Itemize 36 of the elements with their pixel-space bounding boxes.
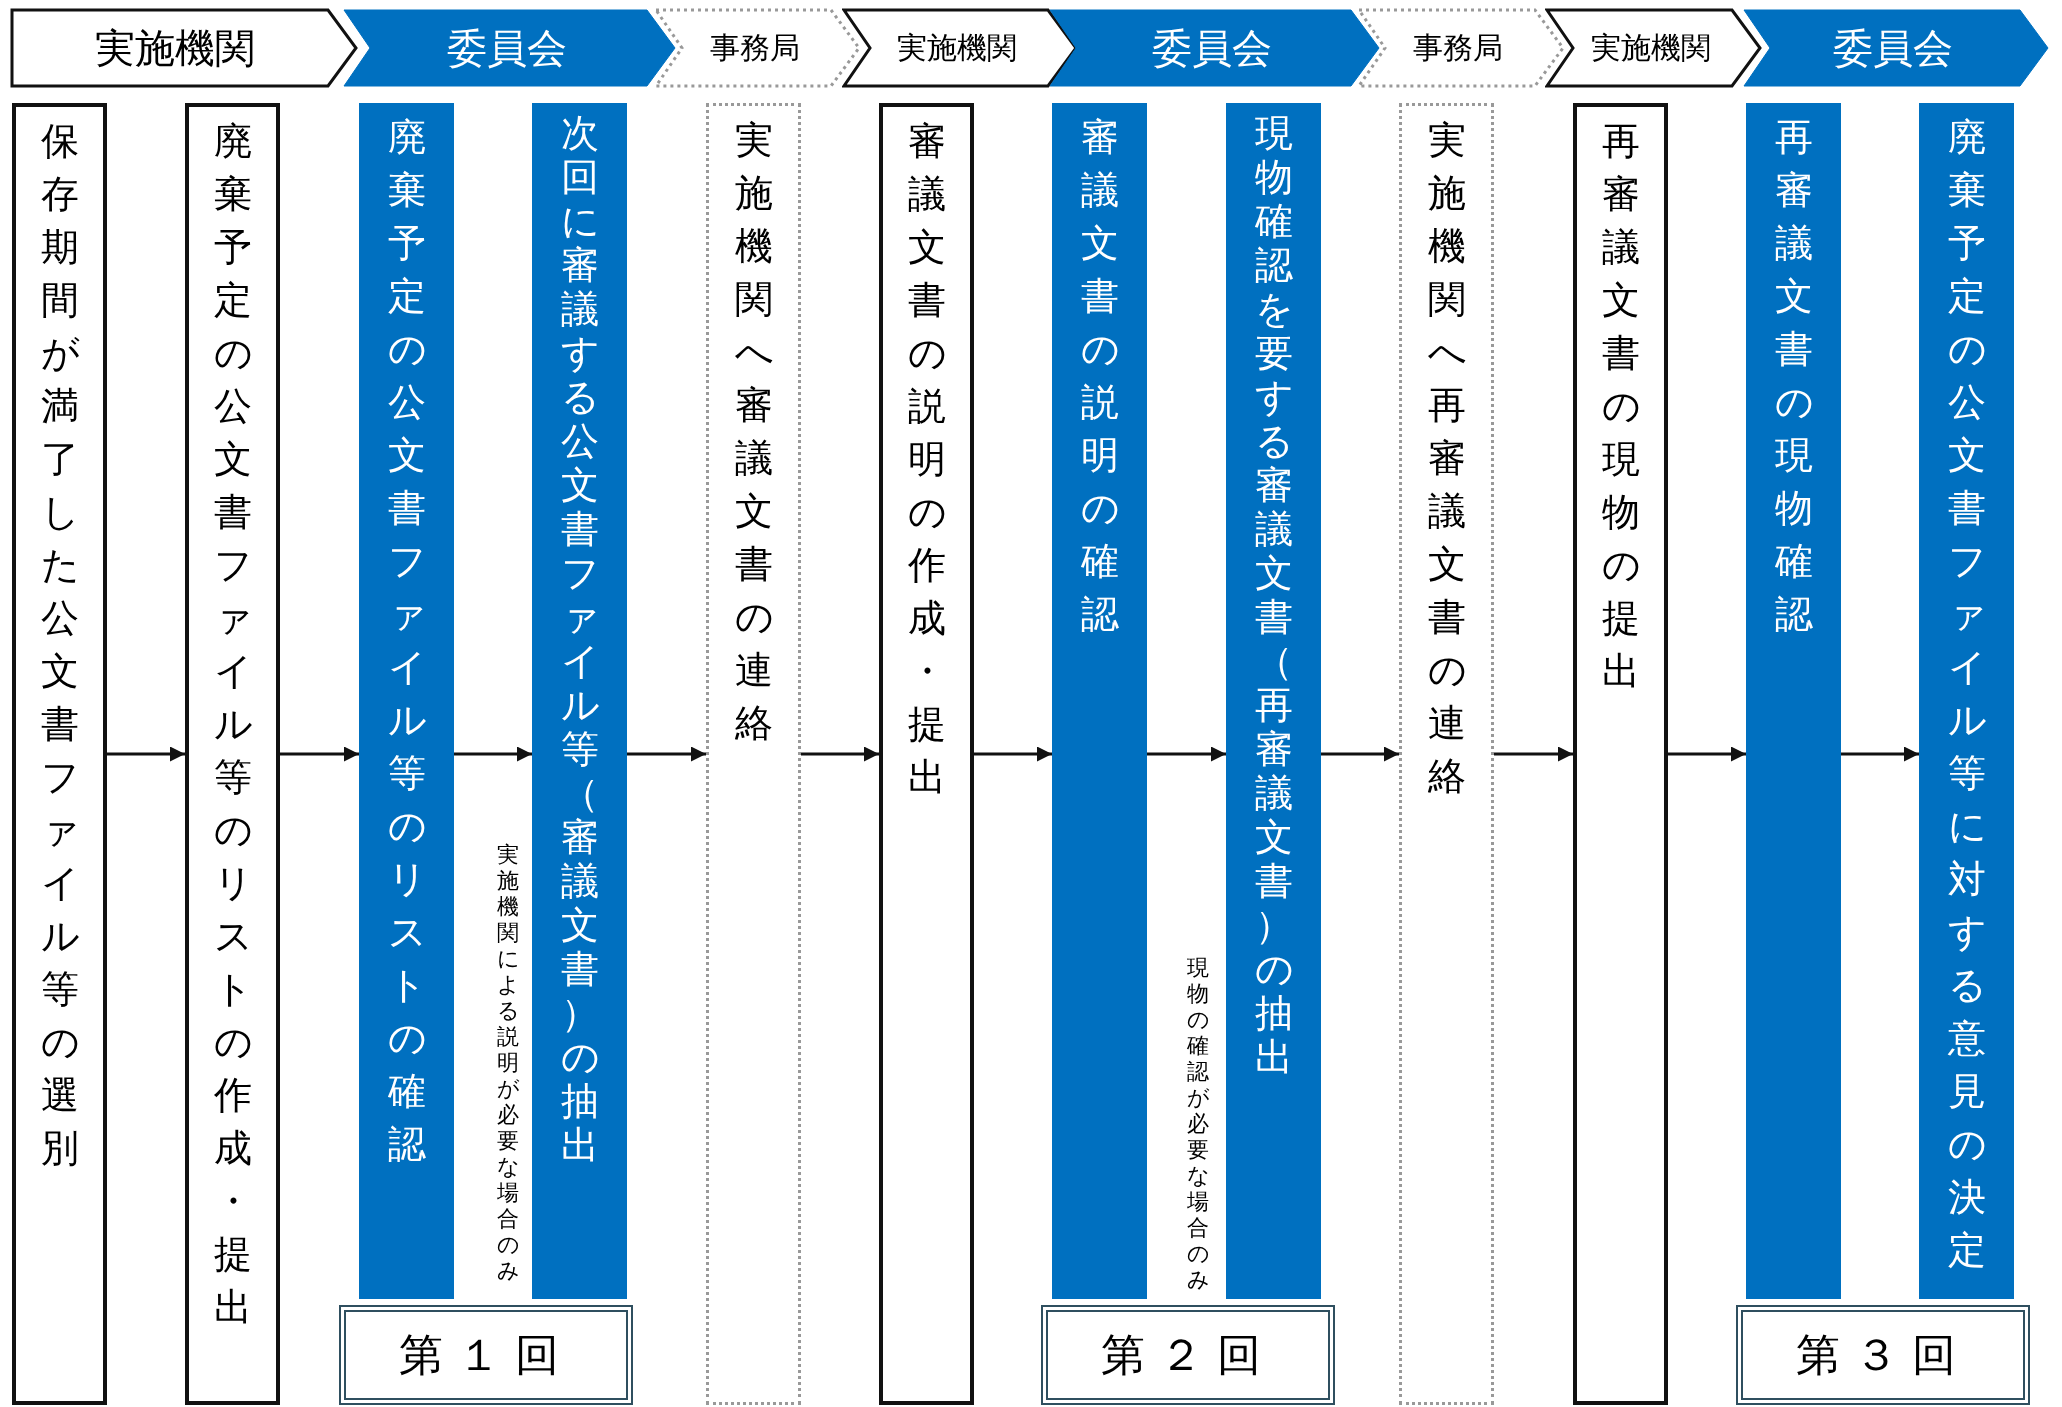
process-column: 再審議文書の現物の提出 xyxy=(1573,103,1668,1405)
round-box: 第３回 xyxy=(1736,1305,2030,1405)
arrow xyxy=(454,746,532,762)
arrow xyxy=(1841,746,1919,762)
process-column: 再審議文書の現物確認 xyxy=(1746,103,1841,1299)
process-column: 現物確認を要する審議文書（再審議文書）の抽出 xyxy=(1226,103,1321,1299)
round-box: 第１回 xyxy=(339,1305,633,1405)
arrow xyxy=(280,746,359,762)
note-text: 現物の確認が必要な場合のみ xyxy=(1187,955,1209,1293)
process-column: 廃棄予定の公文書ファイル等のリストの作成・提出 xyxy=(185,103,280,1405)
chevron-header: 実施機関 xyxy=(1545,8,1762,88)
round-box: 第２回 xyxy=(1041,1305,1335,1405)
chevron-header: 委員会 xyxy=(1742,8,2050,88)
chevron-header: 委員会 xyxy=(1048,8,1381,88)
chevron-header: 事務局 xyxy=(654,8,861,88)
arrow xyxy=(107,746,185,762)
chevron-header: 事務局 xyxy=(1357,8,1565,88)
process-column: 実施機関へ審議文書の連絡 xyxy=(706,103,801,1405)
process-column: 実施機関へ再審議文書の連絡 xyxy=(1399,103,1494,1405)
arrow xyxy=(627,746,706,762)
process-column: 保存期間が満了した公文書ファイル等の選別 xyxy=(12,103,107,1405)
note-text: 実施機関による説明が必要な場合のみ xyxy=(497,842,519,1284)
process-column: 次回に審議する公文書ファイル等（審議文書）の抽出 xyxy=(532,103,627,1299)
arrow xyxy=(1321,746,1399,762)
chevron-header: 委員会 xyxy=(342,8,677,88)
process-column: 審議文書の説明の作成・提出 xyxy=(879,103,974,1405)
arrow xyxy=(801,746,879,762)
process-column: 審議文書の説明の確認 xyxy=(1052,103,1147,1299)
process-column: 廃棄予定の公文書ファイル等のリストの確認 xyxy=(359,103,454,1299)
arrow xyxy=(1147,746,1226,762)
chevron-header: 実施機関 xyxy=(842,8,1078,88)
arrow xyxy=(1668,746,1746,762)
chevron-header: 実施機関 xyxy=(10,8,358,88)
process-column: 廃棄予定の公文書ファイル等に対する意見の決定 xyxy=(1919,103,2014,1299)
arrow xyxy=(1494,746,1573,762)
arrow xyxy=(974,746,1052,762)
